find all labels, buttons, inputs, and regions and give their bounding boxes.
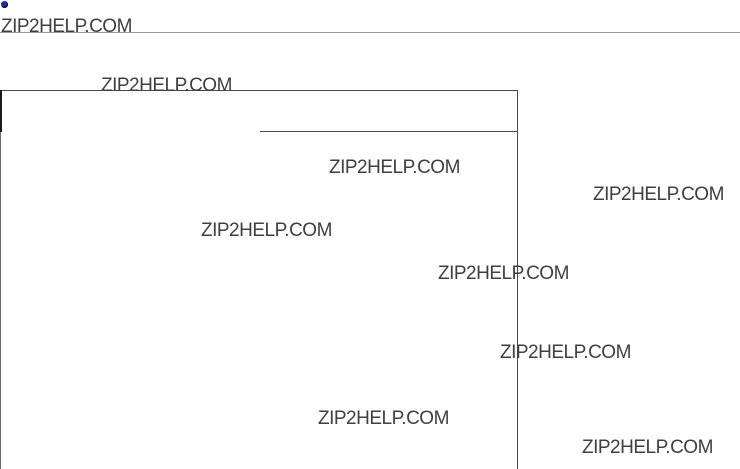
frame-left-border — [0, 132, 1, 469]
bullet-dot-icon — [1, 1, 8, 8]
frame-right-border — [517, 90, 518, 469]
watermark-text: ZIP2HELP.COM — [438, 263, 569, 284]
watermark-text: ZIP2HELP.COM — [593, 184, 724, 205]
watermark-text: ZIP2HELP.COM — [101, 75, 232, 96]
frame-top-border — [0, 90, 518, 91]
watermark-text: ZIP2HELP.COM — [500, 342, 631, 363]
watermark-text: ZIP2HELP.COM — [201, 220, 332, 241]
header-divider — [0, 32, 740, 33]
frame-inner-divider — [260, 131, 518, 132]
watermark-text: ZIP2HELP.COM — [318, 408, 449, 429]
watermark-text: ZIP2HELP.COM — [582, 437, 713, 458]
watermark-text: ZIP2HELP.COM — [1, 16, 132, 37]
frame-left-border-thick — [0, 90, 2, 132]
watermark-text: ZIP2HELP.COM — [329, 157, 460, 178]
